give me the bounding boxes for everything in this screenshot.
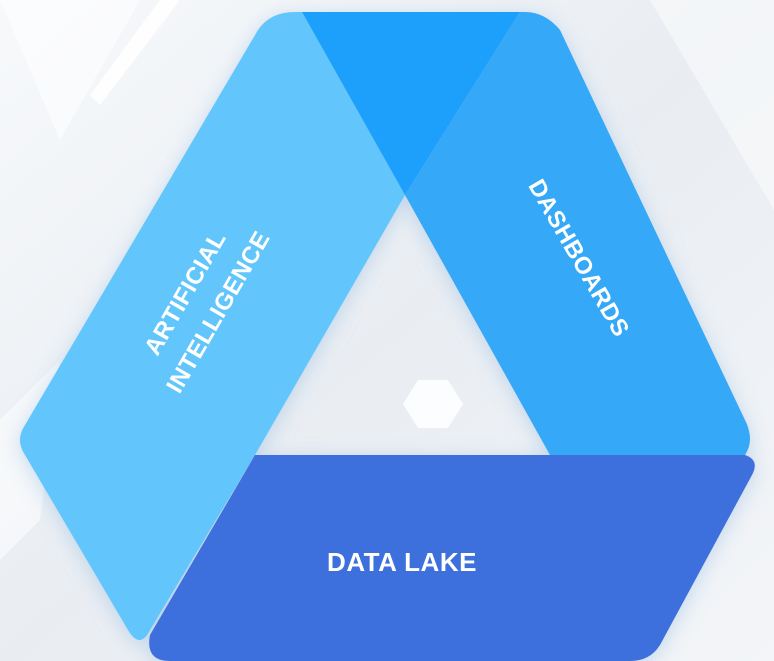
segment-data-lake [149, 455, 755, 661]
decor-shape [0, 0, 140, 140]
label-data-lake: DATA LAKE [327, 547, 477, 577]
segment-artificial-intelligence [20, 12, 405, 640]
decor-shape [650, 0, 774, 210]
decor-hexagon [403, 380, 463, 428]
segment-apex [302, 12, 520, 195]
segment-dashboards [405, 12, 750, 455]
triangle-group [20, 12, 755, 661]
decor-streak [90, 0, 180, 105]
